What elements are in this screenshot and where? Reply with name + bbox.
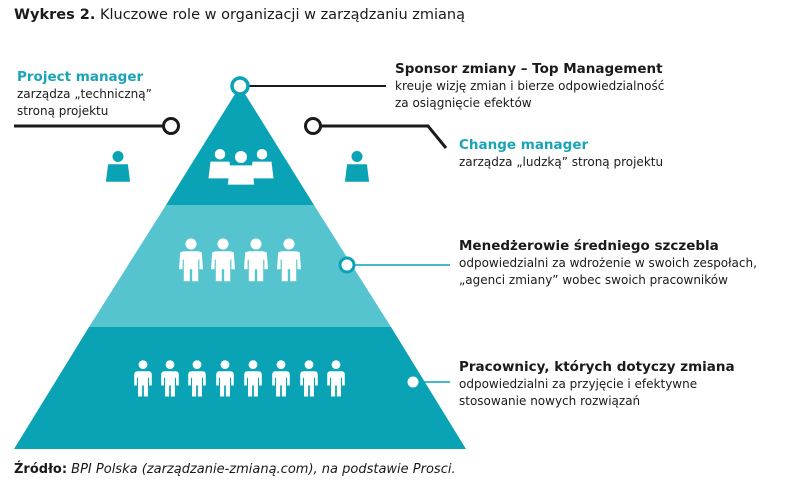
pyramid-bottom-layer xyxy=(14,327,466,449)
chart-title: Wykres 2. Kluczowe role w organizacji w … xyxy=(14,7,465,23)
change-manager-name: Change manager xyxy=(459,137,589,153)
employees-label: Pracownicy, których dotyczy zmiana odpow… xyxy=(459,359,735,410)
sponsor-desc-1: kreuje wizję zmian i bierze odpowiedzial… xyxy=(395,79,665,93)
sponsor-label: Sponsor zmiany – Top Management kreuje w… xyxy=(395,61,664,112)
title-prefix: Wykres 2. xyxy=(14,7,96,23)
source-text: BPI Polska (zarządzanie-zmianą.com), na … xyxy=(71,462,456,477)
sponsor-connector xyxy=(230,76,386,96)
change-manager-label: Change manager zarządza „ludzką” stroną … xyxy=(459,137,663,171)
project-manager-name: Project manager xyxy=(17,69,144,85)
project-manager-person-icon xyxy=(105,151,131,182)
title-text: Kluczowe role w organizacji w zarządzani… xyxy=(99,7,465,23)
middle-managers-label: Menedżerowie średniego szczebla odpowied… xyxy=(459,238,757,289)
sponsor-name: Sponsor zmiany – Top Management xyxy=(395,61,663,77)
project-manager-label: Project manager zarządza „techniczną” st… xyxy=(17,69,152,120)
project-manager-connector xyxy=(14,117,180,135)
project-manager-desc-1: zarządza „techniczną” xyxy=(17,87,152,101)
middle-managers-connector xyxy=(338,256,450,274)
employees-connector xyxy=(404,373,450,391)
middle-managers-name: Menedżerowie średniego szczebla xyxy=(459,238,719,254)
pyramid-middle-layer xyxy=(89,205,391,327)
project-manager-desc-2: stroną projektu xyxy=(17,104,109,118)
change-manager-desc-1: zarządza „ludzką” stroną projektu xyxy=(459,155,664,169)
employees-name: Pracownicy, których dotyczy zmiana xyxy=(459,359,735,375)
employees-desc-2: stosowanie nowych rozwiązań xyxy=(459,394,641,408)
source-note: Źródło: BPI Polska (zarządzanie-zmianą.c… xyxy=(14,462,456,477)
sponsor-desc-2: za osiągnięcie efektów xyxy=(395,96,532,110)
pyramid-top-layer xyxy=(166,86,314,205)
change-manager-connector xyxy=(304,117,448,149)
change-manager-person-icon xyxy=(344,151,370,182)
employees-desc-1: odpowiedzialni za przyjęcie i efektywne xyxy=(459,377,698,391)
source-label: Źródło: xyxy=(14,462,68,477)
middle-managers-desc-1: odpowiedzialni za wdrożenie w swoich zes… xyxy=(459,256,757,270)
middle-managers-desc-2: „agenci zmiany” wobec swoich pracowników xyxy=(459,273,728,287)
